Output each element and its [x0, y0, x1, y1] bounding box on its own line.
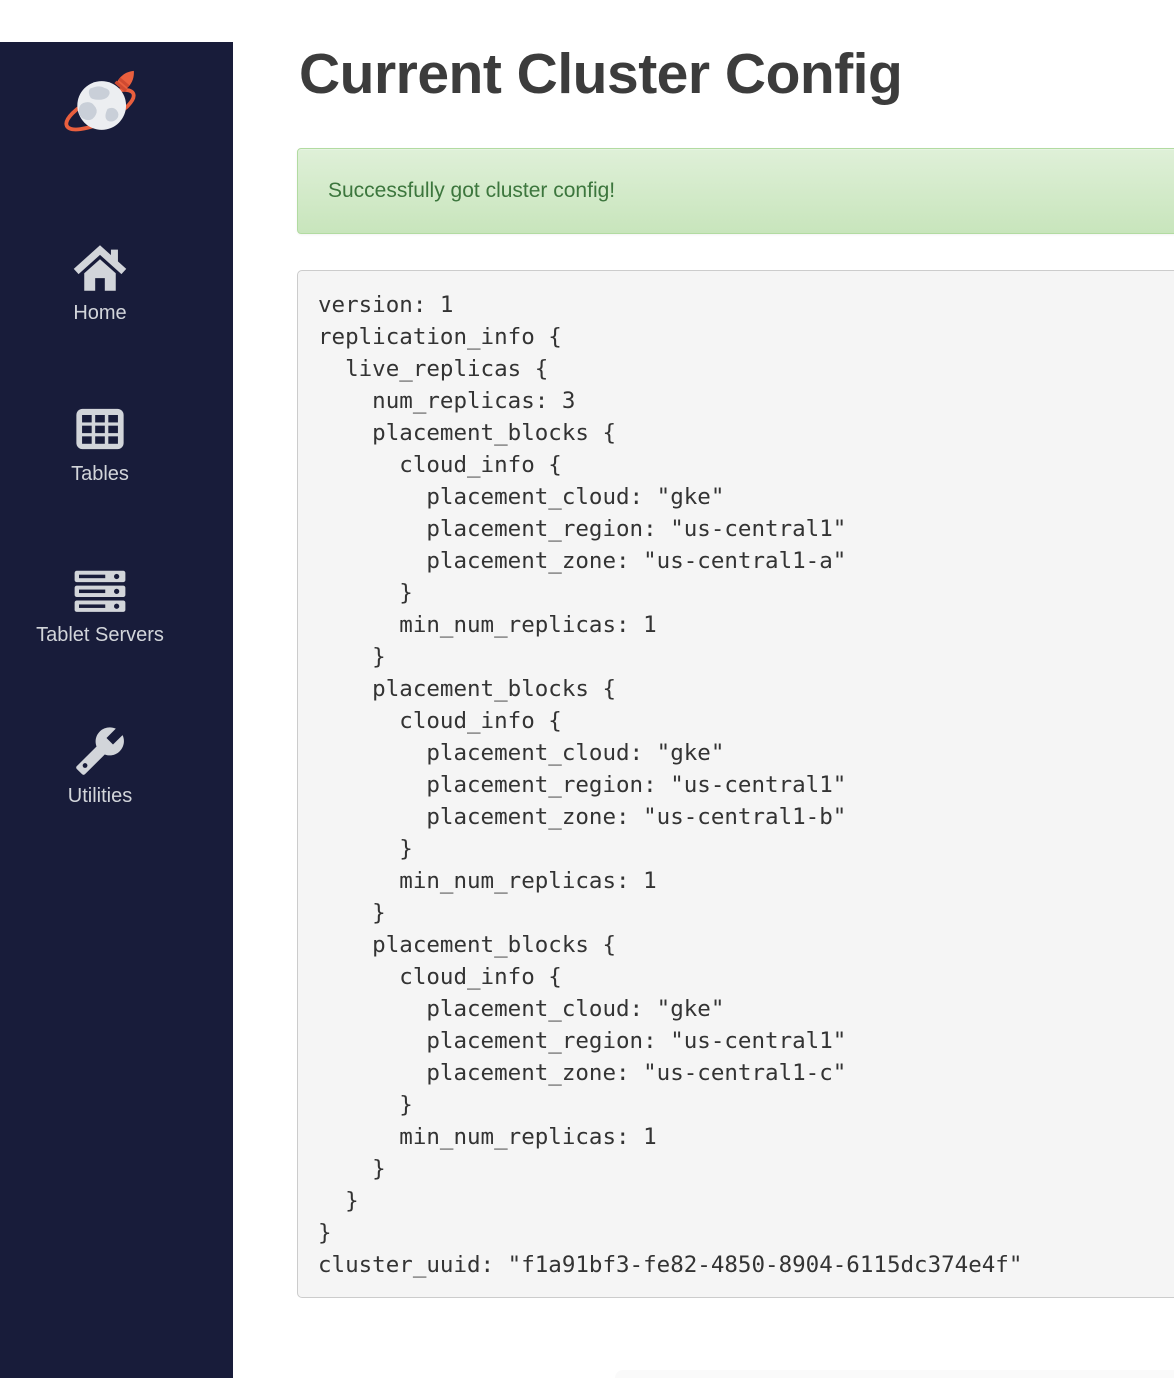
home-icon [72, 240, 128, 296]
servers-stack-icon [72, 562, 128, 618]
sidebar-item-label: Home [73, 302, 127, 324]
sidebar-item-utilities[interactable]: Utilities [68, 723, 132, 808]
success-alert: Successfully got cluster config! [297, 147, 1174, 234]
sidebar-item-home[interactable]: Home [72, 240, 128, 325]
sidebar-inner: Home [0, 42, 200, 884]
sidebar-item-label: Tables [71, 463, 129, 485]
cluster-config-block: version: 1 replication_info { live_repli… [297, 269, 1174, 1298]
table-grid-icon [72, 401, 128, 457]
yugabyte-globe-rocket-logo [58, 66, 142, 150]
sidebar: Home [0, 42, 233, 1378]
sidebar-item-tablet-servers[interactable]: Tablet Servers [36, 562, 164, 647]
main-content: Current Cluster Config Successfully got … [233, 42, 1174, 1298]
sidebar-item-label: Tablet Servers [36, 624, 164, 646]
sidebar-item-label: Utilities [67, 785, 133, 807]
sidebar-item-tables[interactable]: Tables [71, 401, 129, 486]
page-title: Current Cluster Config [299, 42, 903, 106]
alert-message: Successfully got cluster config! [328, 178, 616, 202]
wrench-icon [72, 723, 128, 779]
sidebar-nav: Home [0, 240, 200, 884]
partial-bottom-panel [615, 1370, 1174, 1378]
